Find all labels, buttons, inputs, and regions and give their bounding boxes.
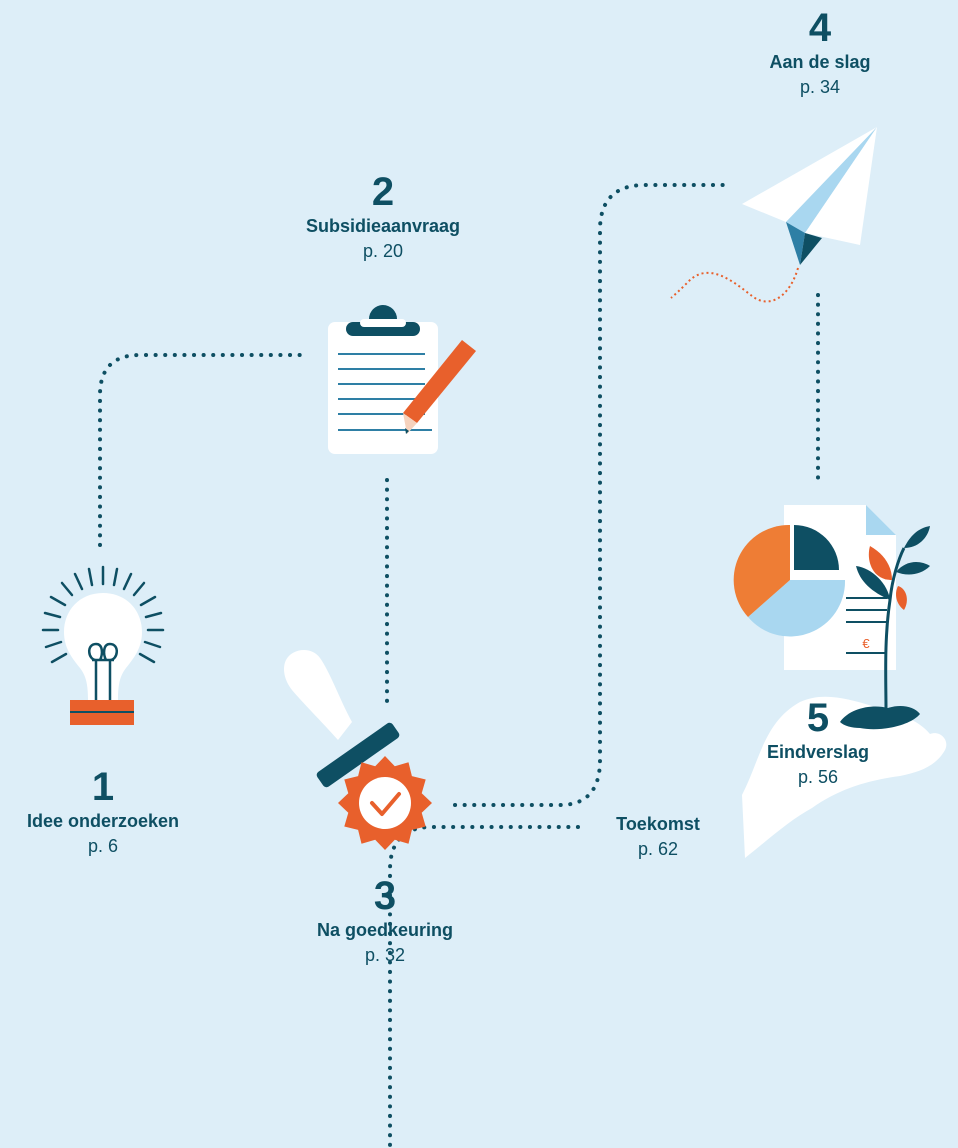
step-number: 2 [371, 170, 395, 214]
step-title: Subsidieaanvraag [305, 216, 461, 236]
step-1: 1 Idee onderzoeken p. 6 [0, 767, 206, 857]
connector-3-4 [453, 183, 730, 807]
step-title: Aan de slag [769, 52, 871, 72]
step-5: 5 Eindverslag p. 56 [738, 698, 898, 788]
step-number: 4 [808, 6, 832, 50]
step-page: p. 20 [362, 241, 404, 261]
connector-1-2 [98, 353, 304, 547]
step-page: p. 56 [797, 767, 839, 787]
paper-plane-icon [670, 127, 877, 303]
future-page: p. 62 [637, 839, 679, 859]
clipboard-pencil-icon [328, 305, 476, 454]
step-number: 1 [91, 765, 115, 809]
lightbulb-icon [41, 565, 165, 725]
step-page: p. 34 [799, 77, 841, 97]
step-title: Na goedkeuring [316, 920, 454, 940]
step-2: 2 Subsidieaanvraag p. 20 [283, 172, 483, 262]
step-title: Idee onderzoeken [26, 811, 180, 831]
step-4: 4 Aan de slag p. 34 [740, 8, 900, 98]
svg-text:€: € [862, 636, 870, 651]
approval-stamp-icon [284, 649, 432, 850]
step-title: Eindverslag [766, 742, 870, 762]
step-future: Toekomst p. 62 [598, 810, 718, 860]
future-title: Toekomst [616, 814, 700, 834]
report-chart-icon: € [733, 505, 896, 670]
hand-plant-icon [742, 526, 947, 858]
step-page: p. 32 [364, 945, 406, 965]
step-number: 5 [806, 696, 830, 740]
step-number: 3 [373, 874, 397, 918]
step-page: p. 6 [87, 836, 119, 856]
step-3: 3 Na goedkeuring p. 32 [285, 876, 485, 966]
